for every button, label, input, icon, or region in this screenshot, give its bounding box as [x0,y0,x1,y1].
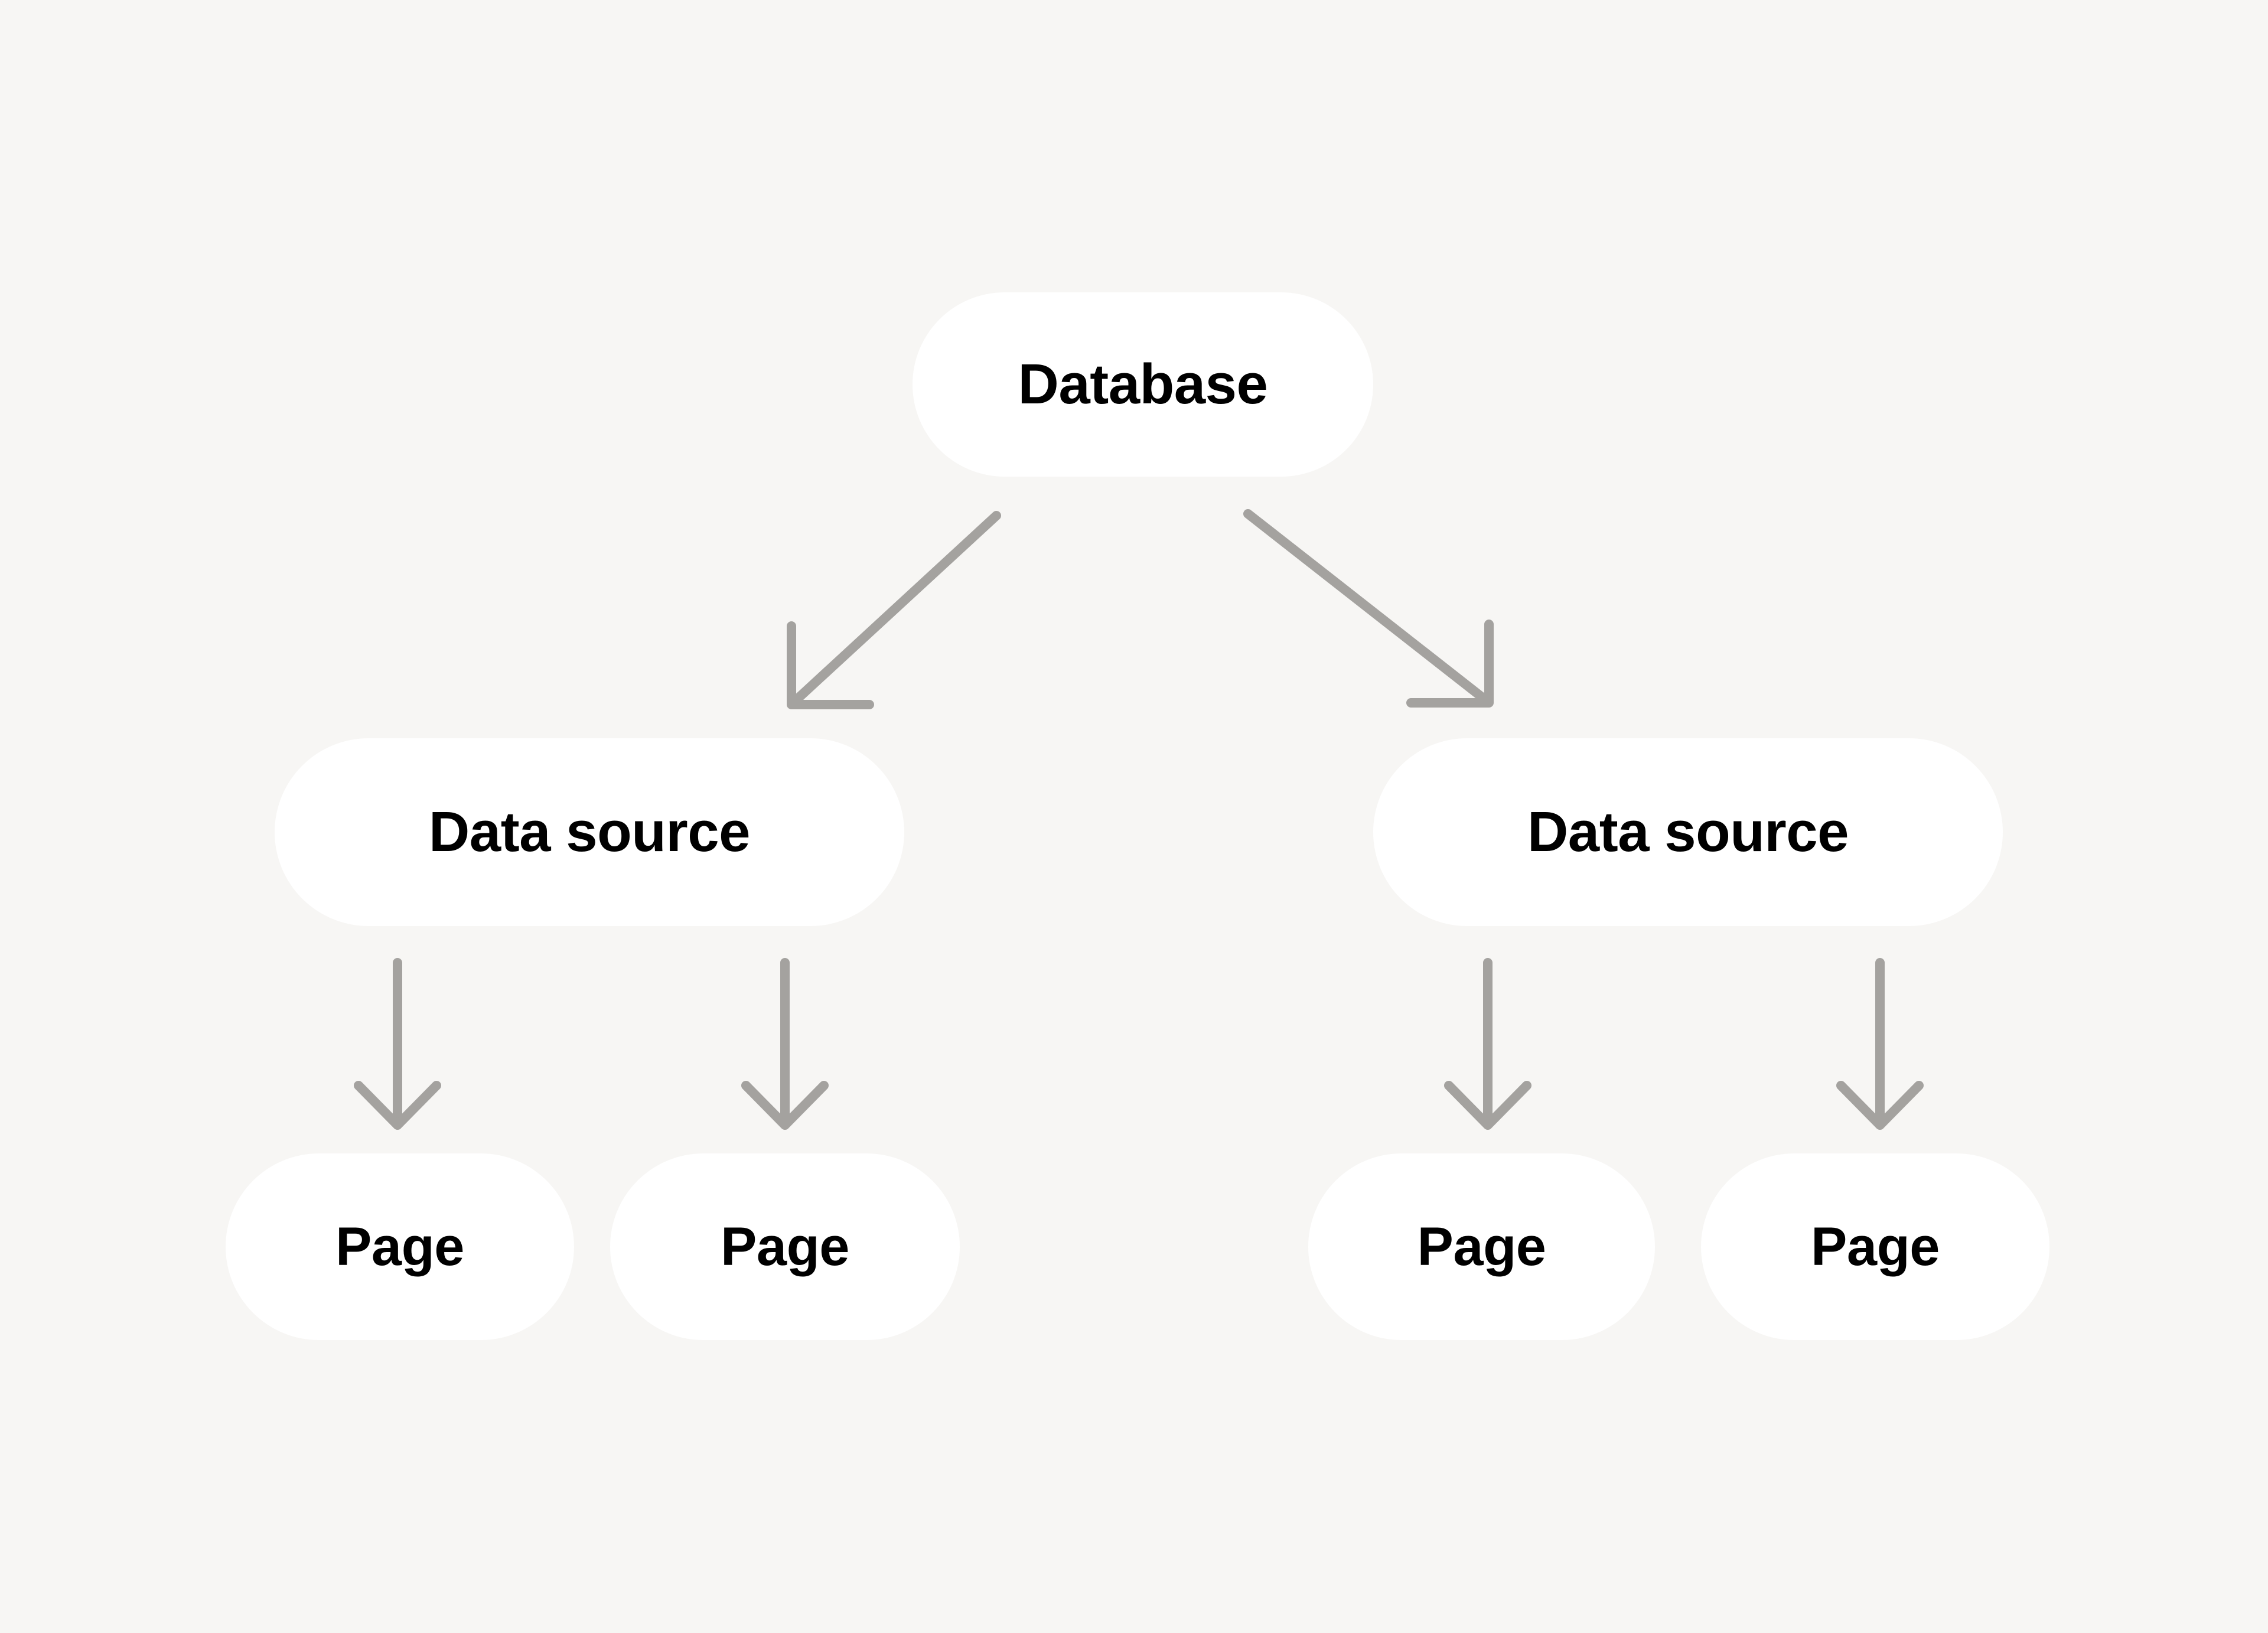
edge-data-source-left-to-page-1 [354,958,441,1130]
node-data-source-left-label: Data source [428,800,751,863]
edge-database-to-data-source-left [787,511,1001,709]
node-data-source-right-label: Data source [1527,800,1849,863]
node-page-4[interactable]: Page [1701,1153,2049,1340]
node-page-1-label: Page [335,1217,464,1277]
node-page-2-label: Page [721,1217,849,1277]
node-page-1[interactable]: Page [226,1153,574,1340]
edge-data-source-right-to-page-4 [1836,958,1924,1130]
node-data-source-left[interactable]: Data source [275,738,904,926]
node-page-3-label: Page [1417,1217,1546,1277]
edge-data-source-left-to-page-2 [741,958,829,1130]
edge-data-source-right-to-page-3 [1444,958,1531,1130]
node-page-4-label: Page [1811,1217,1940,1277]
node-page-2[interactable]: Page [610,1153,960,1340]
node-data-source-right[interactable]: Data source [1373,738,2003,926]
node-database[interactable]: Database [913,292,1373,477]
node-page-3[interactable]: Page [1308,1153,1655,1340]
edge-database-to-data-source-right [1243,509,1494,708]
node-database-label: Database [1018,353,1268,416]
